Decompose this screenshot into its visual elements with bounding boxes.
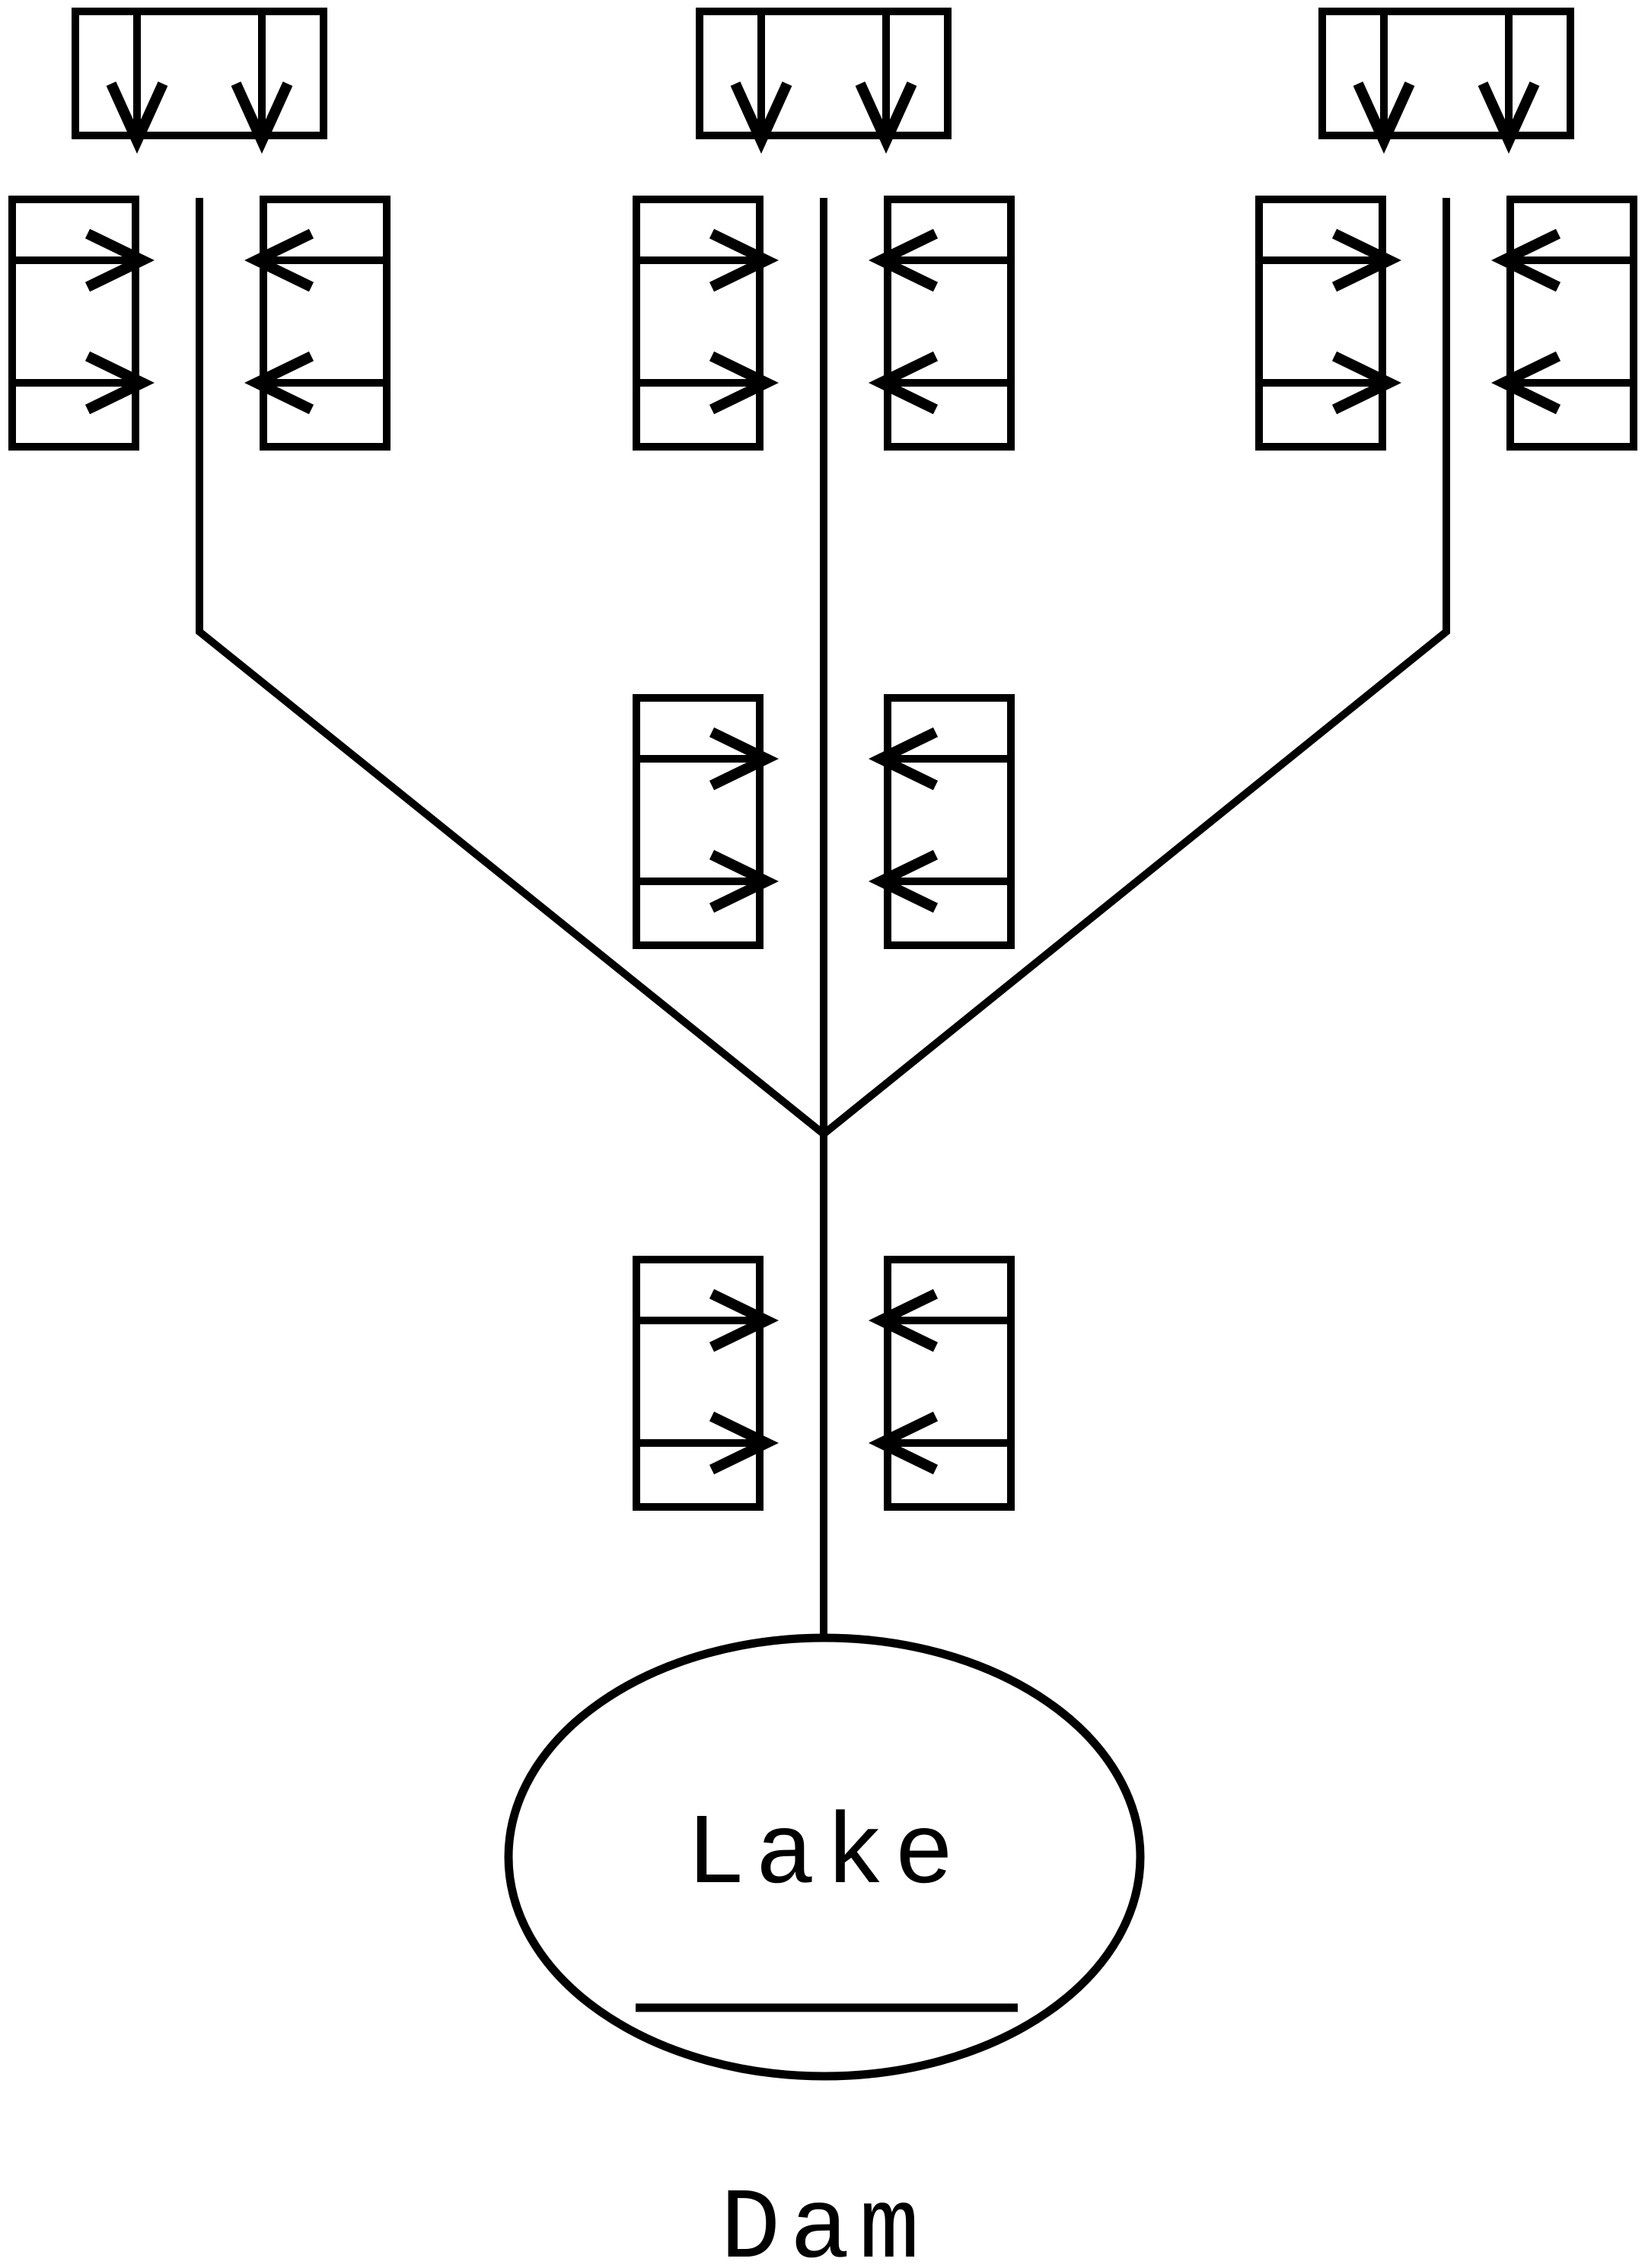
right-tributary-stream-line [821, 198, 1450, 1137]
left-tributary-runoff-arrow-icon [244, 351, 314, 415]
main-stream-runoff-box [633, 694, 764, 949]
left-tributary-runoff-arrow-icon [244, 228, 314, 292]
main-stream-runoff-arrow-icon [868, 849, 939, 913]
main-stream-runoff-arrow-icon [868, 228, 939, 292]
right-tributary-runoff-arrow-icon [1490, 351, 1561, 415]
right-tributary-rain-arrow-icon [1353, 81, 1415, 154]
main-stream-runoff-box [884, 694, 1015, 949]
left-tributary-runoff-arrow-icon [84, 228, 155, 292]
left-tributary-rain-arrow-icon [231, 81, 293, 154]
left-tributary-runoff-box [8, 196, 139, 451]
right-tributary-runoff-box [1255, 196, 1386, 451]
main-stream-runoff-arrow-icon [868, 1288, 939, 1352]
main-stream-runoff-arrow-icon [868, 727, 939, 791]
left-tributary-rain-arrow-icon [106, 81, 168, 154]
main-stream-runoff-arrow-icon [868, 351, 939, 415]
lake-label: Lake [686, 1798, 964, 1913]
main-stream-runoff-arrow-icon [709, 727, 779, 791]
lake-ellipse [504, 1633, 1145, 2081]
left-tributary-rain-input-box [72, 8, 327, 139]
left-tributary-runoff-arrow-icon [84, 351, 155, 415]
main-stream-runoff-arrow-icon [709, 1411, 779, 1475]
main-stream-runoff-arrow-icon [709, 228, 779, 292]
right-tributary-rain-arrow-icon [1478, 81, 1540, 154]
main-stream-rain-arrow-icon [855, 81, 917, 154]
diagram-lines [8, 8, 1637, 1638]
right-tributary-runoff-arrow-icon [1490, 228, 1561, 292]
left-tributary-runoff-box [260, 196, 391, 451]
right-tributary-rain-input-box [1318, 8, 1574, 139]
dam-label: Dam [720, 2173, 929, 2268]
main-stream-runoff-arrow-icon [709, 849, 779, 913]
right-tributary-runoff-box [1506, 196, 1637, 451]
main-stream-runoff-box [884, 196, 1015, 451]
right-tributary-runoff-arrow-icon [1331, 228, 1402, 292]
main-stream-runoff-box [633, 1256, 764, 1511]
main-stream-runoff-box [884, 1256, 1015, 1511]
left-tributary-stream-line [196, 198, 827, 1137]
main-stream-runoff-arrow-icon [709, 351, 779, 415]
main-stream-rain-input-box [696, 8, 952, 139]
right-tributary-runoff-arrow-icon [1331, 351, 1402, 415]
main-stream-runoff-arrow-icon [868, 1411, 939, 1475]
main-stream-runoff-box [633, 196, 764, 451]
main-stream-runoff-arrow-icon [709, 1288, 779, 1352]
main-stream-rain-arrow-icon [730, 81, 792, 154]
